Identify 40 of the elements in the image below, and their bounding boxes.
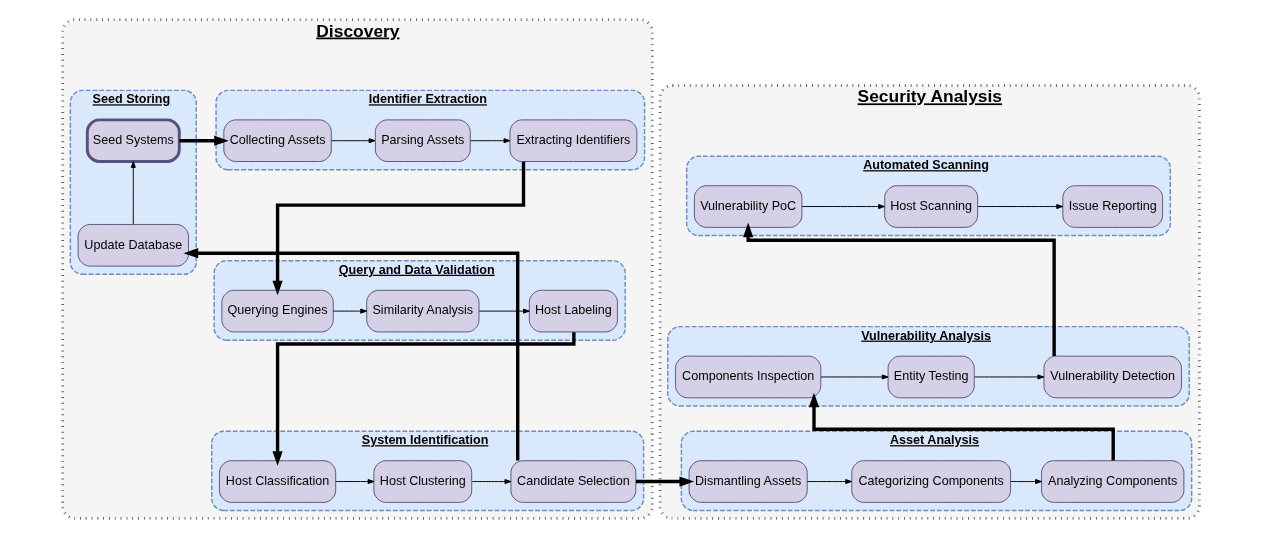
node-box: Host Clustering [373, 460, 473, 503]
arrow [806, 479, 853, 485]
arrow [820, 374, 889, 380]
arrow [478, 308, 530, 314]
arrow [808, 392, 1115, 461]
node-box: Vulnerability PoC [693, 185, 803, 228]
arrow [801, 204, 885, 210]
node-box: Querying Engines [221, 289, 334, 333]
node-box: Entity Testing [887, 355, 975, 399]
arrow [974, 374, 1045, 380]
node-box: Similarity Analysis [366, 289, 480, 333]
arrow [332, 308, 367, 314]
node-box: Host Labeling [528, 289, 618, 333]
arrow [636, 476, 695, 487]
node-box: Parsing Assets [374, 119, 471, 162]
arrow [183, 248, 520, 461]
arrow [272, 161, 526, 296]
node-box: Collecting Assets [223, 119, 332, 162]
node-box: Host Scanning [884, 185, 979, 228]
node-box: Issue Reporting [1062, 185, 1164, 228]
arrow [977, 204, 1064, 210]
arrow [469, 138, 511, 144]
node-box: Seed Systems [85, 118, 181, 163]
arrow [471, 479, 512, 485]
arrow [1010, 479, 1042, 485]
arrow [335, 479, 375, 485]
node-box: Components Inspection [675, 355, 822, 399]
arrow [743, 222, 1056, 356]
node-box: Candidate Selection [510, 460, 637, 503]
arrow [272, 332, 576, 466]
node-box: Extracting Identifiers [509, 119, 638, 162]
arrow [130, 161, 136, 225]
arrow [331, 138, 376, 144]
arrow [179, 135, 229, 146]
node-box: Vulnerability Detection [1043, 355, 1182, 399]
node-box: Categorizing Components [851, 460, 1012, 503]
node-box: Analyzing Components [1041, 460, 1185, 503]
node-box: Host Classification [219, 460, 337, 503]
node-box: Update Database [77, 223, 189, 267]
node-box: Dismantling Assets [688, 460, 808, 503]
